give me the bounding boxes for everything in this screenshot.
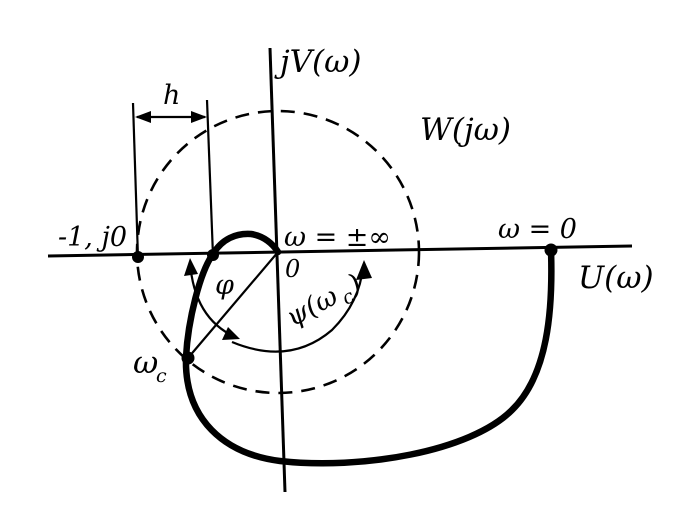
crossing-point-dot [207,249,219,261]
phi-label: φ [215,270,234,301]
h-guide-left [131,102,140,259]
omega-c-subscript: c [156,365,167,387]
phi-arrow-top [184,258,198,276]
omega-infinity-label: ω = ±∞ [284,222,391,253]
h-arrow-right [191,111,207,123]
radius-line [187,251,279,359]
psi-arrow [356,260,372,280]
psi-arc [231,265,365,353]
nyquist-curve [182,230,555,467]
critical-point-dot [132,251,144,263]
critical-point-label: -1, j0 [58,222,127,253]
imaginary-axis-label: jV(ω) [274,44,361,80]
phi-arrow-bottom [222,327,240,340]
omega-zero-dot [544,243,558,257]
transfer-function-label: W(jω) [420,112,511,148]
psi-label: ψ(ω [281,281,343,334]
imaginary-axis [268,47,287,493]
h-label: h [163,80,180,111]
real-axis [47,244,633,258]
omega-c-label: ω [133,345,158,381]
h-arrow-left [135,111,151,123]
h-guide-right [205,99,215,257]
omega-zero-label: ω = 0 [498,214,577,245]
origin-label: 0 [285,255,300,283]
real-axis-label: U(ω) [578,260,654,296]
omega-c-dot [181,351,195,365]
